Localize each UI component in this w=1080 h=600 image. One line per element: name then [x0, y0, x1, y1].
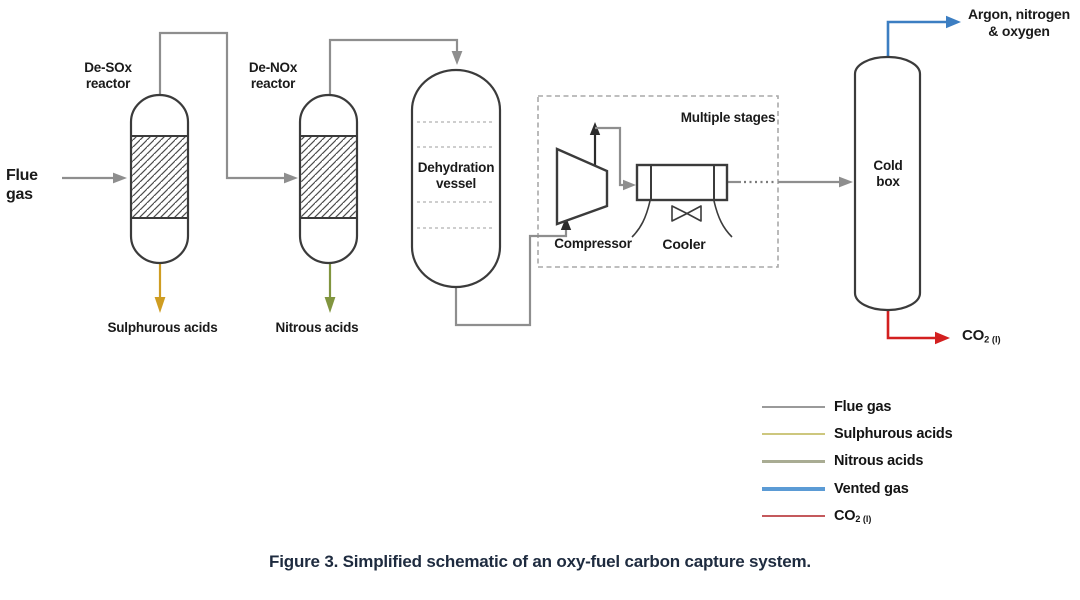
pipe-sulphurous-acids — [154, 263, 166, 313]
legend-label-nitrous-acids: Nitrous acids — [834, 453, 924, 470]
figure-caption: Figure 3. Simplified schematic of an oxy… — [269, 552, 811, 571]
legend-item-sulphurous-acids: Sulphurous acids — [762, 420, 953, 447]
desox-reactor-label: De-SOx reactor — [84, 60, 132, 91]
legend-line-vented-gas — [762, 487, 825, 491]
sulphurous-acids-label: Sulphurous acids — [107, 320, 218, 335]
legend-item-flue-gas: Flue gas — [762, 393, 952, 420]
dehydration-vessel-label: Dehydration vessel — [417, 160, 495, 191]
legend-line-sulphurous-acids — [762, 432, 825, 436]
pipe-cooler-to-coldbox — [727, 176, 853, 188]
cold-box-label: Cold box — [873, 158, 903, 189]
legend-line-nitrous-acids — [762, 460, 825, 463]
multiple-stages-label: Multiple stages — [680, 110, 776, 125]
legend-label-sulphurous-acids: Sulphurous acids — [834, 426, 953, 443]
vessel-denox-reactor — [298, 93, 359, 265]
pipe-denox-to-dehydration — [328, 38, 463, 96]
pipe-vented-gas — [886, 15, 961, 57]
legend-item-nitrous-acids: Nitrous acids — [762, 448, 952, 475]
vessel-desox-reactor — [129, 93, 190, 265]
legend-item-co2: CO2 (l) — [762, 503, 952, 530]
legend-label-flue-gas: Flue gas — [834, 398, 892, 415]
legend-label-vented-gas: Vented gas — [834, 480, 909, 497]
legend-label-co2: CO2 (l) — [834, 508, 872, 525]
pipe-desox-to-denox — [158, 31, 298, 184]
equipment-compressor — [555, 147, 609, 226]
co2-outlet-label: CO2 (l) — [962, 327, 1001, 345]
cooler-label: Cooler — [662, 236, 706, 252]
flue-gas-inlet-label: Flue gas — [6, 167, 38, 203]
pipe-flue-gas-inlet — [62, 172, 127, 184]
nitrous-acids-label: Nitrous acids — [275, 320, 359, 335]
vessel-cold-box — [853, 55, 922, 312]
pipe-nitrous-acids — [324, 263, 336, 313]
legend-line-co2 — [762, 515, 825, 518]
compressor-label: Compressor — [554, 236, 632, 251]
vessel-dehydration — [410, 68, 502, 289]
equipment-cooler — [631, 163, 733, 238]
argon-nitrogen-oxygen-label: Argon, nitrogen & oxygen — [968, 6, 1070, 39]
legend-line-flue-gas — [762, 405, 825, 408]
pipe-co2-outlet — [886, 304, 950, 345]
legend: Flue gas Sulphurous acids Nitrous acids … — [762, 393, 953, 530]
pipe-compressor-to-cooler — [589, 122, 636, 191]
denox-reactor-label: De-NOx reactor — [248, 60, 298, 91]
legend-item-vented-gas: Vented gas — [762, 475, 952, 502]
pipe-dehydration-to-compressor — [454, 217, 572, 327]
